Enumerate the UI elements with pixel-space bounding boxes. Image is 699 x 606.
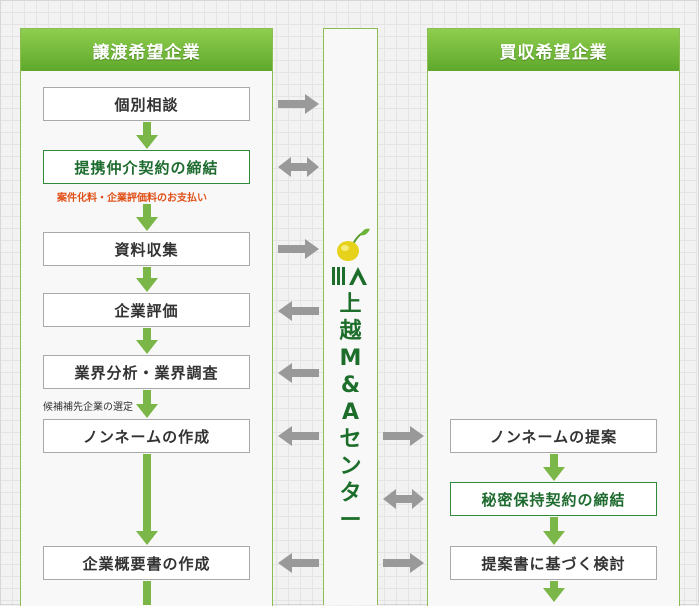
left-step-company-overview: 企業概要書の作成 <box>43 546 250 580</box>
center-name-char: セ <box>339 427 362 452</box>
flow-arrowhead-right-1 <box>543 467 565 481</box>
flow-arrow-left-5 <box>143 390 151 405</box>
arrow-right-gray <box>383 426 424 446</box>
right-step-nda: 秘密保持契約の締結 <box>450 482 657 516</box>
flow-arrow-right-1 <box>550 454 558 468</box>
arrow-double-gray <box>383 489 424 509</box>
left-step-industry-analysis: 業界分析・業界調査 <box>43 355 250 389</box>
left-step-brokerage-contract: 提携仲介契約の締結 <box>43 150 250 184</box>
right-panel-title: 買収希望企業 <box>428 29 679 71</box>
center-name-char: ー <box>339 508 362 533</box>
flow-arrowhead-left-5 <box>136 404 158 418</box>
center-name-char: & <box>340 373 361 398</box>
left-step-material-collection: 資料収集 <box>43 232 250 266</box>
flow-arrow-right-2 <box>550 517 558 532</box>
flow-arrow-left-6 <box>143 454 151 532</box>
flow-arrowhead-right-2 <box>543 531 565 545</box>
center-name-char: A <box>341 400 360 425</box>
center-name-char: タ <box>339 481 362 506</box>
arrow-left-gray <box>278 301 319 321</box>
right-step-nonname-proposal: ノンネームの提案 <box>450 419 657 453</box>
arrow-double-gray <box>278 157 319 177</box>
arrow-left-gray <box>278 426 319 446</box>
center-name-char: 上 <box>339 292 362 317</box>
sprout-logo-icon <box>337 228 370 261</box>
flow-arrowhead-right-3 <box>543 588 565 602</box>
left-step-nonname-creation: ノンネームの作成 <box>43 419 250 453</box>
center-name-char: M <box>339 346 362 371</box>
flow-arrowhead-left-2 <box>136 217 158 231</box>
flow-arrowhead-left-6 <box>136 531 158 545</box>
flow-arrow-left-7 <box>143 581 151 605</box>
arrow-right-gray <box>278 239 319 259</box>
center-name-char: ン <box>339 454 362 479</box>
flow-arrow-left-1 <box>143 122 151 136</box>
arrow-right-gray <box>383 553 424 573</box>
ma-logo-icon <box>332 267 367 285</box>
flow-arrowhead-left-3 <box>136 278 158 292</box>
flow-arrowhead-left-4 <box>136 340 158 354</box>
left-step-consultation: 個別相談 <box>43 87 250 121</box>
flow-arrow-left-4 <box>143 328 151 341</box>
fee-note: 案件化料・企業評価料のお支払い <box>57 193 207 204</box>
flow-arrowhead-left-1 <box>136 135 158 149</box>
left-step-valuation: 企業評価 <box>43 293 250 327</box>
flow-arrow-left-2 <box>143 204 151 218</box>
left-panel-title: 譲渡希望企業 <box>21 29 272 71</box>
center-name-char: 越 <box>339 319 362 344</box>
arrow-right-gray <box>278 94 319 114</box>
right-step-proposal-review: 提案書に基づく検討 <box>450 546 657 580</box>
flow-arrow-left-3 <box>143 267 151 279</box>
flow-arrow-right-3 <box>550 581 558 589</box>
arrow-left-gray <box>278 553 319 573</box>
arrow-left-gray <box>278 363 319 383</box>
candidate-note: 候補補先企業の選定 <box>43 402 133 413</box>
